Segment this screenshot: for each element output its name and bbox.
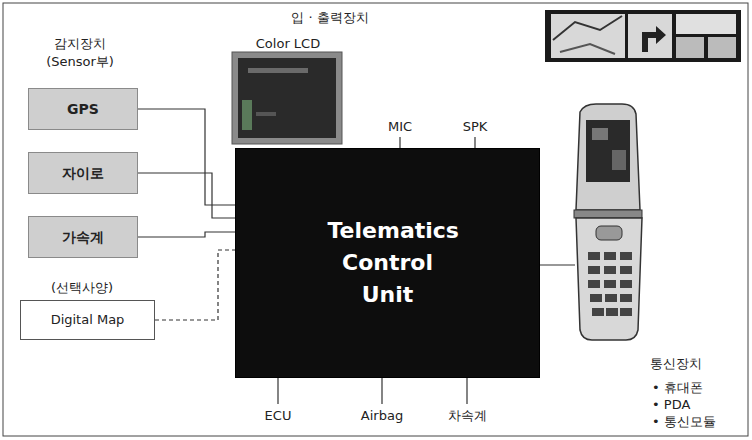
sensor-box: 자이로 — [28, 152, 138, 194]
connector — [155, 250, 235, 320]
node-text: 자이로 — [62, 165, 104, 182]
part-label: Airbag — [361, 408, 403, 424]
part-label: (선택사양) — [51, 280, 113, 296]
node-text: Telematics Control Unit — [328, 215, 448, 311]
part-label: Color LCD — [256, 36, 320, 52]
connector — [138, 109, 235, 205]
node-text: 가속계 — [62, 229, 104, 246]
part-label: 입 · 출력장치 — [291, 10, 368, 26]
sensor-box: GPS — [28, 88, 138, 130]
part-label: SPK — [463, 119, 488, 135]
part-label: 감지장치 — [54, 36, 106, 52]
connector — [138, 173, 235, 218]
option-box: Digital Map — [20, 300, 155, 340]
node-text: Digital Map — [51, 312, 125, 328]
node-text: GPS — [67, 101, 99, 118]
control-unit: Telematics Control Unit — [235, 148, 540, 378]
part-label: • 휴대폰 — [652, 380, 703, 396]
part-label: • 통신모듈 — [652, 414, 716, 430]
part-label: 차속계 — [448, 408, 487, 424]
outer-frame — [3, 3, 748, 436]
sensor-box: 가속계 — [28, 216, 138, 258]
navigation-screen — [545, 10, 741, 62]
connector — [138, 232, 235, 237]
part-label: ECU — [265, 408, 292, 424]
part-label: MIC — [388, 119, 412, 135]
phone-illustration — [574, 104, 642, 340]
lcd-illustration — [232, 52, 342, 144]
part-label: 통신장치 — [650, 356, 702, 372]
part-label: (Sensor부) — [46, 54, 114, 70]
part-label: • PDA — [652, 397, 690, 413]
